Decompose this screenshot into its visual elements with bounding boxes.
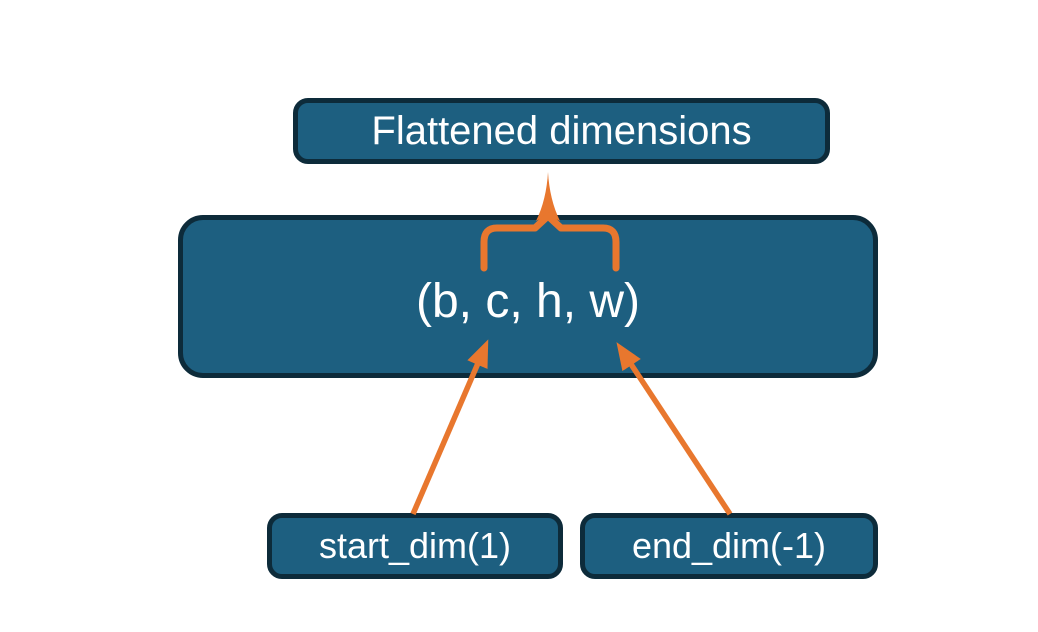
end-dim-box: end_dim(-1)	[580, 513, 878, 579]
start-dim-box: start_dim(1)	[267, 513, 563, 579]
flattened-dimensions-box: Flattened dimensions	[293, 98, 830, 164]
tensor-shape-label: (b, c, h, w)	[415, 275, 641, 328]
flattened-dimensions-label: Flattened dimensions	[371, 108, 752, 153]
start-dim-label: start_dim(1)	[318, 525, 512, 566]
tensor-shape-box: (b, c, h, w)	[178, 215, 878, 378]
brace-pointer-icon	[536, 172, 560, 221]
end-dim-label: end_dim(-1)	[631, 525, 827, 566]
